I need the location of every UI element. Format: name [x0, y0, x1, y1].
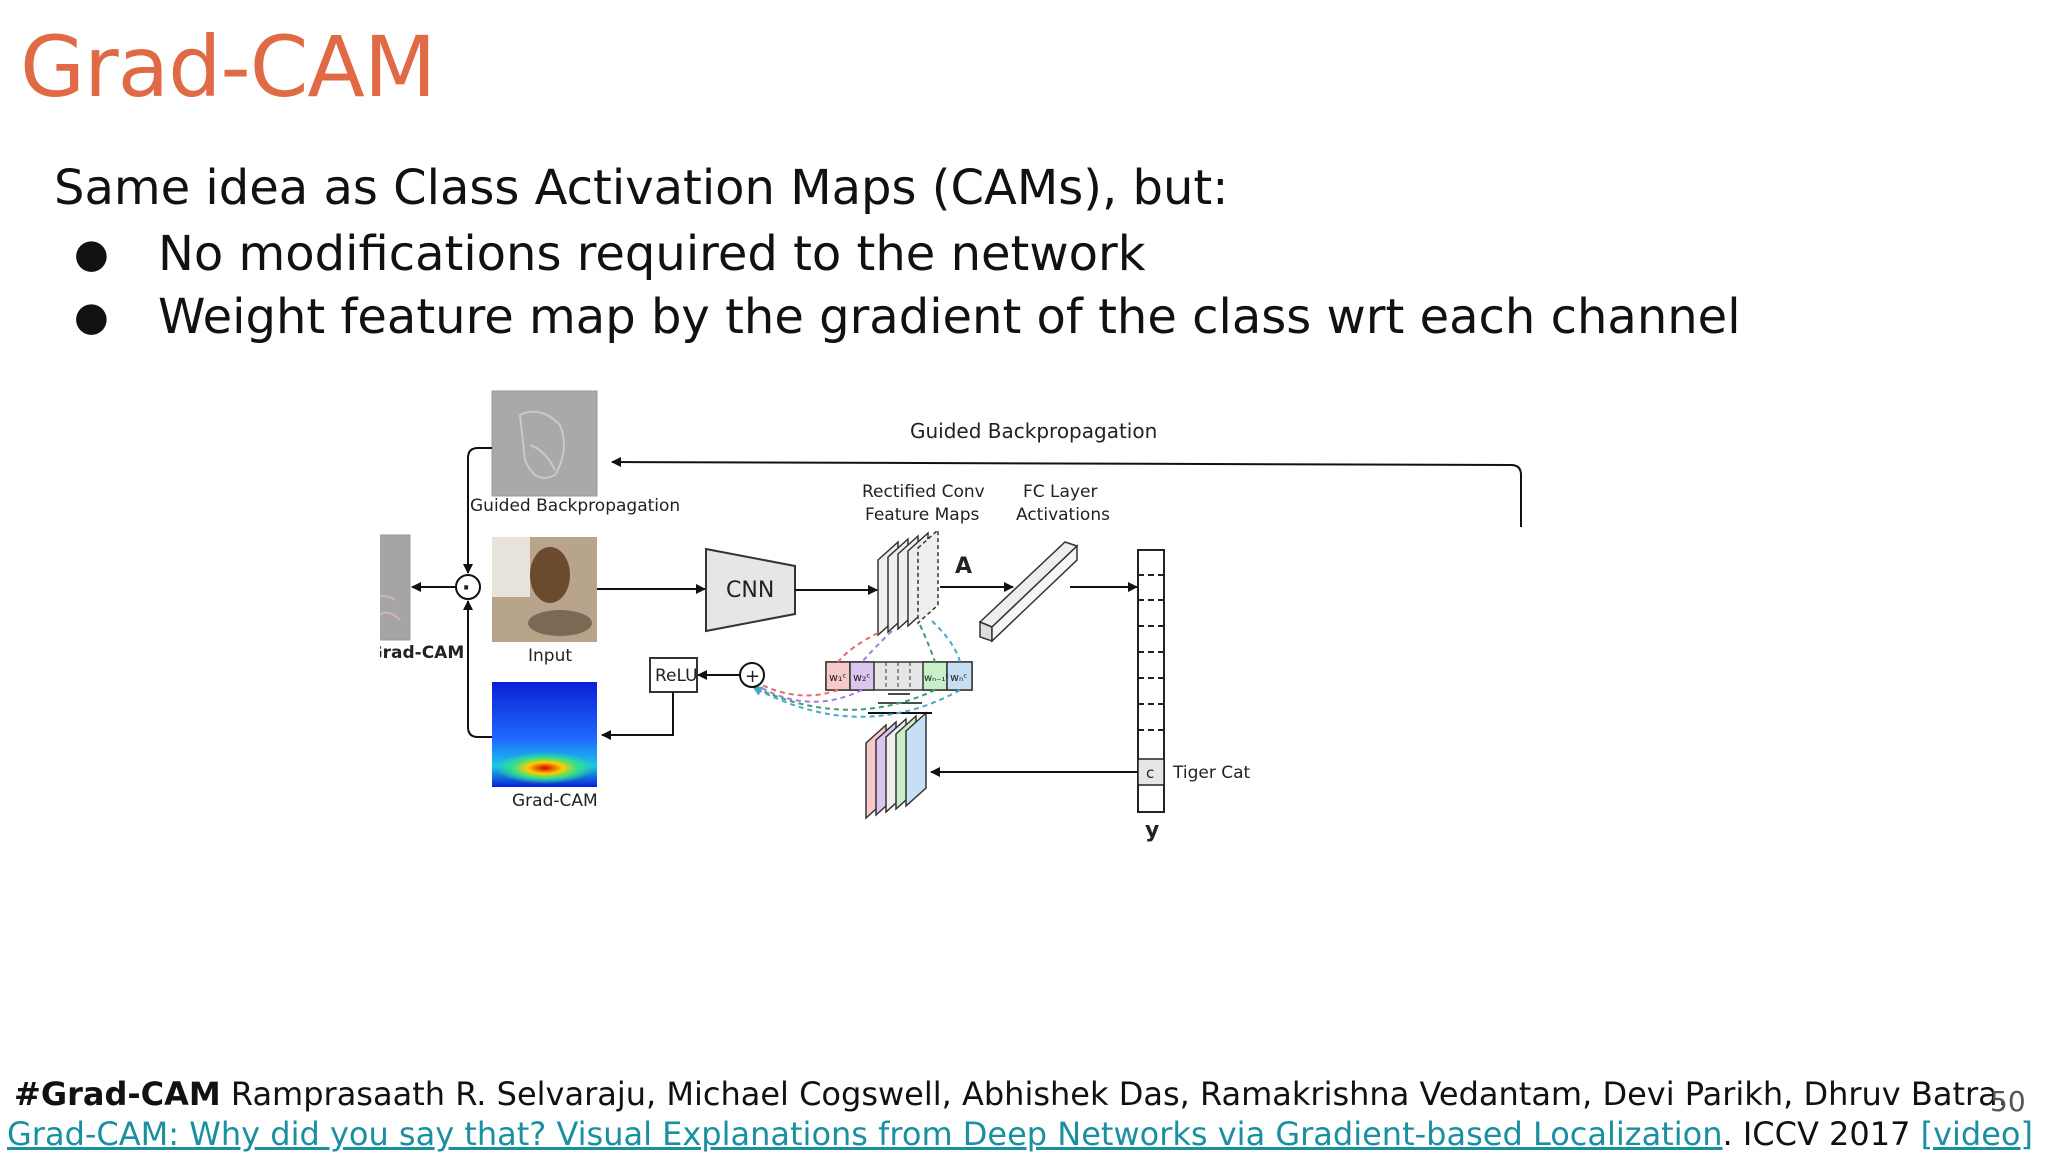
input-image-window: [492, 537, 530, 597]
relu-block: [649, 657, 698, 693]
bullet-item: ● Weight feature map by the gradient of …: [74, 285, 1741, 348]
dash-blue: [931, 620, 961, 663]
activation-a-label: A: [955, 554, 972, 579]
output-y-label: y: [1145, 818, 1159, 843]
gradcam-diagram: Guided Backpropagation Guided Backpropag…: [380, 390, 1522, 843]
guided-backprop-top-label: Guided Backpropagation: [910, 419, 1157, 443]
slide-title: Grad-CAM: [20, 18, 436, 116]
guided-gradcam-label: Guided Grad-CAM: [380, 643, 464, 663]
citation-line: #Grad-CAM Ramprasaath R. Selvaraju, Mich…: [14, 1075, 2008, 1113]
dash-blue-to-sum: [752, 686, 961, 718]
dash-green: [919, 624, 936, 663]
tiger-cat-label: Tiger Cat: [1172, 763, 1251, 783]
weight-wn-label: wₙᶜ: [950, 671, 967, 684]
guided-backprop-image: [491, 390, 598, 497]
backprop-to-multiply-arrow: [463, 447, 492, 574]
sum-symbol: +: [745, 666, 760, 687]
class-c-label: c: [1146, 764, 1154, 782]
output-vector-dashes: [1138, 574, 1164, 731]
gradcam-to-multiply-arrow: [463, 600, 492, 738]
relu-to-gradcam-arrow: [601, 692, 674, 740]
weight-w1-label: w₁ᶜ: [829, 671, 846, 684]
video-link[interactable]: [video]: [1920, 1115, 2033, 1153]
guided-gradcam-texture: [380, 595, 401, 621]
dash-purple-to-sum: [759, 686, 863, 703]
multiply-symbol: ·: [462, 576, 470, 601]
page-number: 50: [1990, 1085, 2026, 1118]
guided-gradcam-image: [380, 534, 411, 641]
bullet-dot-icon: ●: [74, 293, 109, 340]
bullet-list: ● No modifications required to the netwo…: [74, 222, 1741, 348]
guided-backprop-image-label: Guided Backpropagation: [470, 496, 680, 516]
rectified-label-line1: Rectified Conv: [862, 482, 985, 502]
dash-purple: [861, 630, 893, 663]
citation-tag: #Grad-CAM: [14, 1075, 221, 1113]
cnn-block: [705, 547, 796, 633]
dash-red-to-sum: [761, 684, 839, 697]
gradcam-hotspot: [495, 752, 595, 784]
citation-link-line: Grad-CAM: Why did you say that? Visual E…: [7, 1115, 2033, 1153]
guided-backprop-texture: [518, 410, 565, 479]
dash-green-to-sum: [757, 688, 936, 711]
dash-red: [837, 632, 879, 663]
intro-text: Same idea as Class Activation Maps (CAMs…: [54, 160, 1229, 216]
bullet-text: No modifications required to the network: [158, 225, 1146, 282]
relu-label: ReLU: [655, 666, 698, 686]
gradcam-label: Grad-CAM: [512, 791, 598, 811]
fc-label-line1: FC Layer: [1023, 482, 1097, 502]
gradient-feature-maps: [865, 711, 927, 820]
rectified-label-line2: Feature Maps: [865, 505, 980, 525]
input-label: Input: [528, 646, 572, 666]
rectified-feature-maps: [877, 528, 939, 637]
cnn-label: CNN: [726, 578, 774, 603]
citation-venue: . ICCV 2017: [1722, 1115, 1921, 1153]
bullet-dot-icon: ●: [74, 230, 109, 277]
input-image-dog: [530, 547, 570, 603]
bullet-item: ● No modifications required to the netwo…: [74, 222, 1741, 285]
fc-label-line2: Activations: [1016, 505, 1110, 525]
weight-wn1-label: wₙ₋₁ᶜ: [924, 673, 949, 684]
citation-authors: Ramprasaath R. Selvaraju, Michael Cogswe…: [220, 1075, 2008, 1113]
fc-layer-bar: [978, 541, 1079, 643]
input-image-cat: [528, 610, 592, 636]
weights-row: [825, 661, 973, 691]
guided-backprop-loop-arrow: [611, 457, 1522, 527]
bullet-text: Weight feature map by the gradient of th…: [158, 288, 1741, 345]
paper-link[interactable]: Grad-CAM: Why did you say that? Visual E…: [7, 1115, 1723, 1153]
weight-w2-label: w₂ᶜ: [853, 671, 870, 684]
